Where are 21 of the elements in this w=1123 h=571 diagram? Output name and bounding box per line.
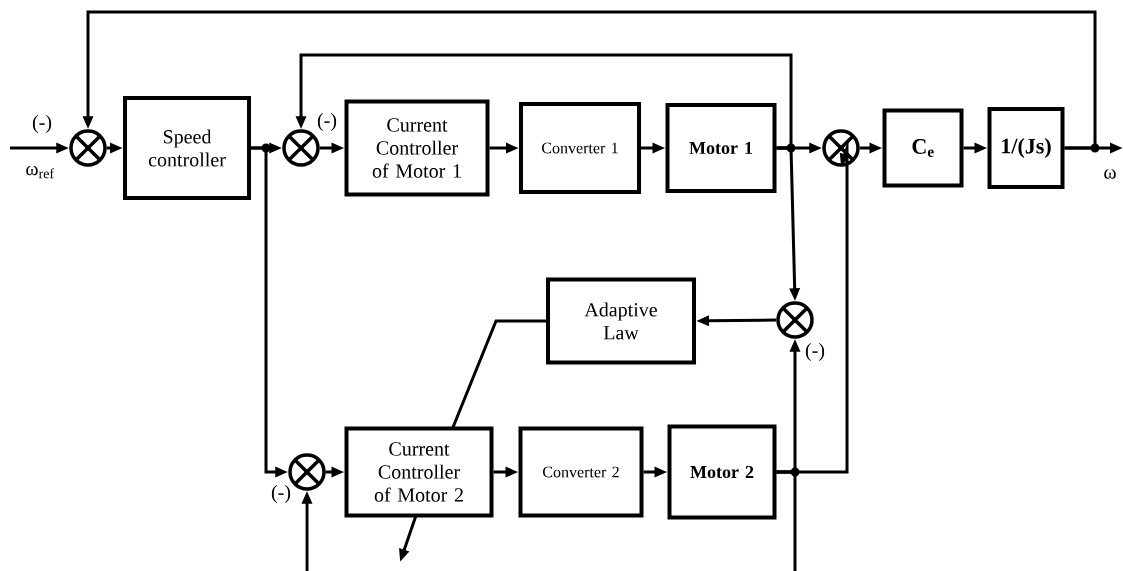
block-box: Converter 2: [518, 426, 644, 518]
sign-label: (-): [271, 484, 291, 504]
edge-label: ω: [1104, 169, 1116, 179]
block-box: Converter 1: [519, 102, 641, 194]
sign-label: (-): [32, 114, 52, 134]
block-box: Current Controller of Motor 2: [344, 426, 494, 518]
block-box: Adaptive Law: [546, 277, 696, 365]
summing-junction: [822, 129, 860, 167]
summing-junction: [282, 129, 320, 167]
block-box: C$_{e}$: [882, 108, 964, 188]
sign-label: (-): [317, 112, 337, 132]
block-box: Motor 2: [667, 424, 777, 520]
block-box: Speed controller: [123, 96, 251, 200]
block-box: Current Controller of Motor 1: [344, 99, 490, 197]
block-box: Motor 1: [665, 103, 777, 193]
summing-junction: [288, 453, 326, 491]
block-box: 1/(Js): [987, 107, 1065, 189]
summing-junction: [69, 129, 107, 167]
sign-label: (-): [805, 342, 825, 362]
summing-junction: [776, 301, 814, 339]
edge-label: ω$_{ref}$: [26, 165, 55, 179]
